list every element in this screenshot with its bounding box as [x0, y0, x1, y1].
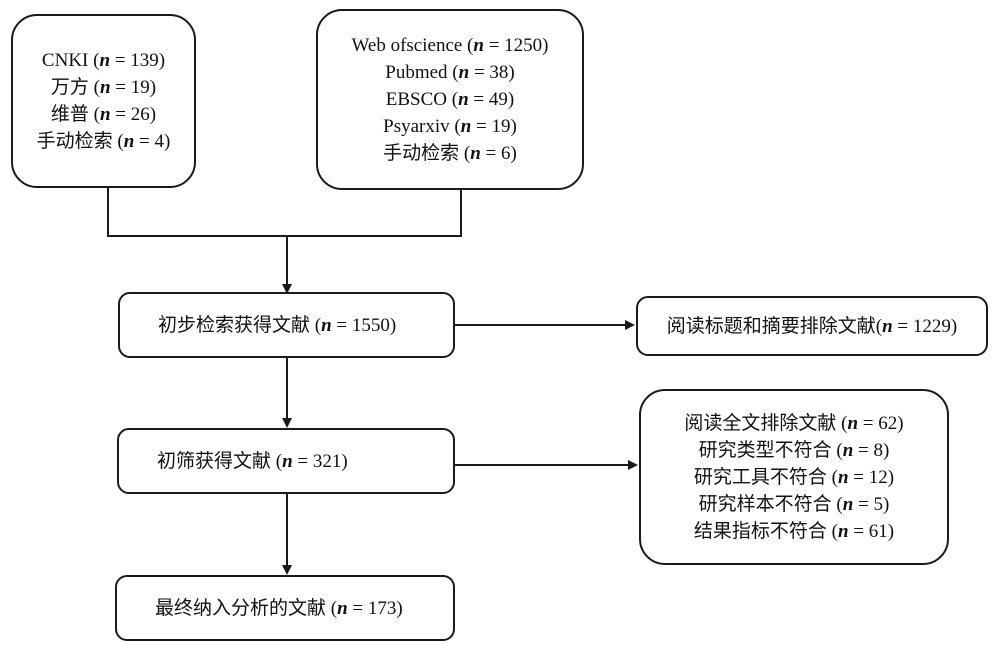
source-line: EBSCO (n = 49): [385, 89, 515, 110]
exclude-title-abstract-label: 阅读标题和摘要排除文献(n = 1229): [666, 315, 958, 337]
chinese-databases-box: CNKI (n = 139) 万方 (n = 19) 维普 (n = 26) 手…: [11, 14, 196, 188]
source-line: CNKI (n = 139): [41, 50, 166, 71]
initial-search-label: 初步检索获得文献 (n = 1550): [158, 314, 397, 336]
exclusion-line: 研究类型不符合 (n = 8): [698, 439, 890, 461]
exclusion-line: 研究样本不符合 (n = 5): [698, 493, 890, 515]
source-line: 手动检索 (n = 6): [383, 143, 517, 164]
final-included-box: 最终纳入分析的文献 (n = 173): [115, 575, 455, 641]
preliminary-screen-box: 初筛获得文献 (n = 321): [117, 428, 455, 494]
initial-search-box: 初步检索获得文献 (n = 1550): [118, 292, 455, 358]
source-line: Web ofscience (n = 1250): [351, 35, 549, 56]
english-databases-box: Web ofscience (n = 1250) Pubmed (n = 38)…: [316, 9, 584, 190]
final-included-label: 最终纳入分析的文献 (n = 173): [155, 597, 403, 619]
exclude-title-abstract-box: 阅读标题和摘要排除文献(n = 1229): [636, 296, 988, 356]
source-line: Pubmed (n = 38): [385, 62, 515, 83]
exclude-fulltext-box: 阅读全文排除文献 (n = 62) 研究类型不符合 (n = 8) 研究工具不符…: [639, 389, 949, 565]
source-line: 万方 (n = 19): [50, 77, 157, 98]
source-line: 维普 (n = 26): [50, 104, 157, 125]
preliminary-screen-label: 初筛获得文献 (n = 321): [157, 450, 348, 472]
source-line: 手动检索 (n = 4): [36, 131, 171, 152]
exclusion-line: 阅读全文排除文献 (n = 62): [684, 412, 904, 434]
source-line: Psyarxiv (n = 19): [383, 116, 517, 137]
exclusion-line: 结果指标不符合 (n = 61): [693, 520, 895, 542]
exclusion-line: 研究工具不符合 (n = 12): [693, 466, 895, 488]
merge-connector: [107, 188, 462, 237]
